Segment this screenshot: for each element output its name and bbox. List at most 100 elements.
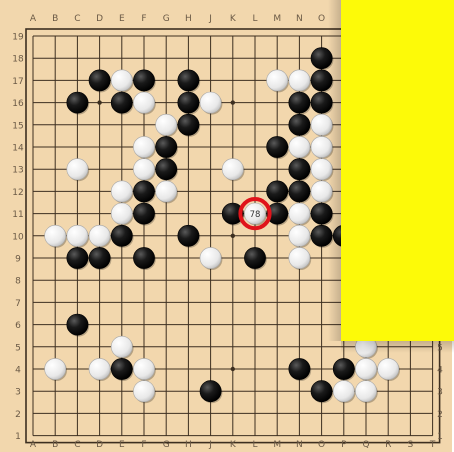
column-label: F: [141, 440, 146, 450]
black-stone[interactable]: [178, 92, 199, 113]
column-label: F: [141, 14, 146, 24]
black-stone[interactable]: [89, 70, 110, 91]
white-stone[interactable]: [355, 358, 376, 379]
row-label: 10: [12, 232, 24, 242]
row-label: 14: [12, 144, 24, 154]
white-stone[interactable]: [45, 225, 66, 246]
white-stone[interactable]: [89, 358, 110, 379]
white-stone[interactable]: [89, 225, 110, 246]
white-stone[interactable]: [111, 181, 132, 202]
row-label: 4: [15, 366, 21, 376]
column-label: H: [185, 440, 192, 450]
panel-shadow: [341, 341, 454, 353]
column-label: M: [273, 440, 281, 450]
white-stone[interactable]: [289, 247, 310, 268]
column-label: B: [52, 440, 58, 450]
white-stone[interactable]: [111, 70, 132, 91]
row-label: 19: [12, 33, 24, 43]
column-label: Q: [362, 440, 369, 450]
black-stone[interactable]: [67, 314, 88, 335]
white-stone[interactable]: [111, 203, 132, 224]
black-stone[interactable]: [67, 247, 88, 268]
column-label: L: [252, 440, 257, 450]
white-stone[interactable]: [111, 336, 132, 357]
row-label: 2: [437, 410, 443, 420]
row-label: 3: [437, 388, 443, 398]
row-label: 15: [12, 121, 23, 131]
black-stone[interactable]: [311, 381, 332, 402]
white-stone[interactable]: [67, 225, 88, 246]
black-stone[interactable]: [289, 92, 310, 113]
white-stone[interactable]: [289, 136, 310, 157]
black-stone[interactable]: [111, 92, 132, 113]
black-stone[interactable]: [133, 181, 154, 202]
black-stone[interactable]: [111, 358, 132, 379]
black-stone[interactable]: [156, 159, 177, 180]
black-stone[interactable]: [267, 181, 288, 202]
white-stone[interactable]: [45, 358, 66, 379]
black-stone[interactable]: [178, 114, 199, 135]
row-label: 5: [15, 343, 21, 353]
column-label: C: [74, 14, 80, 24]
yellow-overlay-panel: [341, 0, 454, 341]
column-label: G: [163, 440, 170, 450]
white-stone[interactable]: [222, 159, 243, 180]
star-point: [231, 234, 235, 238]
white-stone[interactable]: [333, 381, 354, 402]
white-stone[interactable]: [156, 114, 177, 135]
white-stone[interactable]: [267, 70, 288, 91]
white-stone[interactable]: [289, 225, 310, 246]
white-stone[interactable]: [133, 358, 154, 379]
panel-shadow: [328, 0, 341, 341]
black-stone[interactable]: [133, 247, 154, 268]
row-label: 8: [15, 277, 21, 287]
star-point: [231, 100, 235, 104]
row-label: 9: [15, 255, 21, 265]
column-label: K: [230, 440, 237, 450]
black-stone[interactable]: [244, 247, 265, 268]
column-label: O: [318, 14, 325, 24]
white-stone[interactable]: [133, 159, 154, 180]
black-stone[interactable]: [289, 159, 310, 180]
white-stone[interactable]: [156, 181, 177, 202]
row-label: 2: [15, 410, 21, 420]
column-label: J: [208, 440, 212, 450]
column-label: L: [252, 14, 257, 24]
column-label: C: [74, 440, 80, 450]
star-point: [97, 100, 101, 104]
column-label: N: [296, 440, 303, 450]
black-stone[interactable]: [178, 70, 199, 91]
star-point: [231, 367, 235, 371]
white-stone[interactable]: [355, 381, 376, 402]
white-stone[interactable]: [133, 381, 154, 402]
black-stone[interactable]: [178, 225, 199, 246]
column-label: H: [185, 14, 192, 24]
black-stone[interactable]: [89, 247, 110, 268]
black-stone[interactable]: [133, 203, 154, 224]
white-stone[interactable]: [378, 358, 399, 379]
black-stone[interactable]: [289, 114, 310, 135]
black-stone[interactable]: [111, 225, 132, 246]
column-label: M: [273, 14, 281, 24]
black-stone[interactable]: [133, 70, 154, 91]
white-stone[interactable]: [289, 70, 310, 91]
black-stone[interactable]: [67, 92, 88, 113]
row-label: 1: [437, 432, 443, 442]
white-stone[interactable]: [67, 159, 88, 180]
column-label: G: [163, 14, 170, 24]
white-stone[interactable]: [133, 136, 154, 157]
black-stone[interactable]: [289, 358, 310, 379]
white-stone[interactable]: [289, 203, 310, 224]
black-stone[interactable]: [333, 358, 354, 379]
white-stone[interactable]: [133, 92, 154, 113]
row-label: 17: [12, 77, 23, 87]
white-stone[interactable]: [200, 92, 221, 113]
white-stone[interactable]: [200, 247, 221, 268]
row-label: 13: [12, 166, 23, 176]
row-label: 12: [12, 188, 23, 198]
black-stone[interactable]: [200, 381, 221, 402]
black-stone[interactable]: [156, 136, 177, 157]
row-label: 16: [12, 99, 24, 109]
black-stone[interactable]: [267, 136, 288, 157]
black-stone[interactable]: [289, 181, 310, 202]
